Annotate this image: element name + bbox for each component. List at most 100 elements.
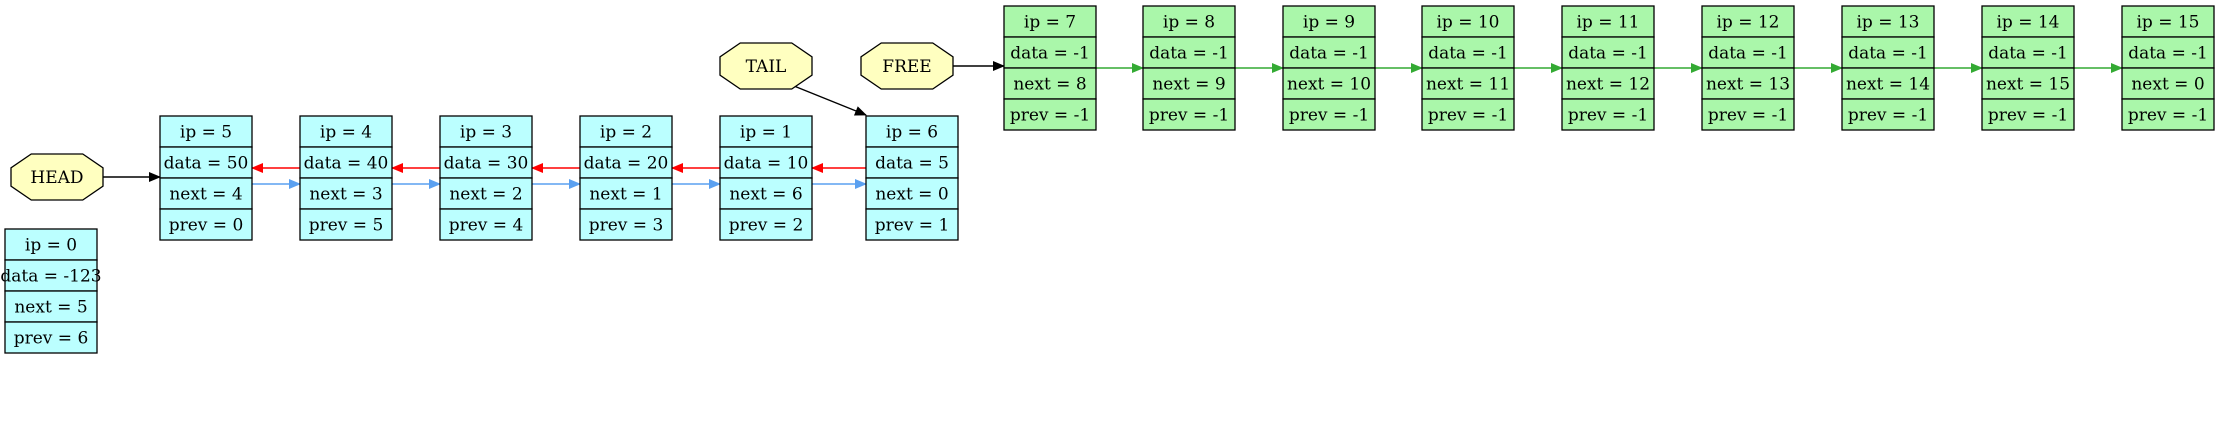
node-15-data-cell (2121, 36, 2215, 69)
node-3-ip-label: ip = 3 (460, 123, 512, 143)
node-3-data-cell (439, 146, 533, 179)
head-pointer-shape (10, 153, 104, 201)
node-6-next-cell (865, 177, 959, 210)
node-13-ip-label: ip = 13 (1856, 13, 1919, 33)
node-9-prev-cell (1282, 98, 1376, 131)
node-4-ip-cell (299, 115, 393, 148)
node-8-prev-label: prev = -1 (1149, 106, 1229, 126)
node-11-data-label: data = -1 (1568, 44, 1648, 64)
node-8-data-cell (1142, 36, 1236, 69)
node-0-ip-label: ip = 0 (25, 236, 77, 256)
node-0-data-cell (4, 259, 98, 292)
node-4-data-label: data = 40 (304, 154, 389, 174)
node-14-prev-label: prev = -1 (1988, 106, 2068, 126)
node-14-ip-cell (1981, 5, 2075, 38)
node-3-next-cell (439, 177, 533, 210)
node-3-ip-cell (439, 115, 533, 148)
list-node-0: ip = 0 data = -123 next = 5 prev = 6 (0, 228, 102, 354)
node-12-next-label: next = 13 (1706, 75, 1790, 95)
node-13-next-cell (1841, 67, 1935, 100)
list-node-8: ip = 8 data = -1 next = 9 prev = -1 (1142, 5, 1236, 131)
node-8-ip-cell (1142, 5, 1236, 38)
node-2-data-label: data = 20 (584, 154, 669, 174)
node-12-prev-cell (1701, 98, 1795, 131)
node-10-ip-label: ip = 10 (1436, 13, 1499, 33)
node-8-prev-cell (1142, 98, 1236, 131)
tail-pointer: TAIL (719, 42, 813, 90)
node-15-next-label: next = 0 (2131, 75, 2204, 95)
node-2-ip-label: ip = 2 (600, 123, 652, 143)
node-13-data-label: data = -1 (1848, 44, 1928, 64)
node-12-prev-label: prev = -1 (1708, 106, 1788, 126)
node-14-ip-label: ip = 14 (1996, 13, 2059, 33)
node-11-prev-cell (1561, 98, 1655, 131)
node-14-next-label: next = 15 (1986, 75, 2070, 95)
node-15-ip-label: ip = 15 (2136, 13, 2199, 33)
node-9-data-cell (1282, 36, 1376, 69)
free-pointer-shape (860, 42, 954, 90)
node-6-ip-label: ip = 6 (886, 123, 938, 143)
node-7-prev-cell (1003, 98, 1097, 131)
node-14-next-cell (1981, 67, 2075, 100)
node-5-ip-label: ip = 5 (180, 123, 232, 143)
node-10-prev-label: prev = -1 (1428, 106, 1508, 126)
tail-pointer-label: TAIL (746, 57, 787, 77)
node-11-next-label: next = 12 (1566, 75, 1650, 95)
node-5-data-label: data = 50 (164, 154, 249, 174)
node-2-prev-label: prev = 3 (589, 216, 664, 236)
node-7-ip-label: ip = 7 (1024, 13, 1076, 33)
node-12-data-label: data = -1 (1708, 44, 1788, 64)
node-10-data-label: data = -1 (1428, 44, 1508, 64)
node-5-prev-cell (159, 208, 253, 241)
free-pointer: FREE (860, 42, 954, 90)
node-12-data-cell (1701, 36, 1795, 69)
node-1-prev-label: prev = 2 (729, 216, 804, 236)
node-4-next-cell (299, 177, 393, 210)
node-0-prev-label: prev = 6 (14, 329, 89, 349)
node-15-next-cell (2121, 67, 2215, 100)
node-5-next-cell (159, 177, 253, 210)
node-12-ip-label: ip = 12 (1716, 13, 1779, 33)
list-node-12: ip = 12 data = -1 next = 13 prev = -1 (1701, 5, 1795, 131)
node-10-data-cell (1421, 36, 1515, 69)
node-1-ip-label: ip = 1 (740, 123, 792, 143)
node-7-next-cell (1003, 67, 1097, 100)
node-0-data-label: data = -123 (0, 267, 101, 287)
node-7-next-label: next = 8 (1013, 75, 1086, 95)
node-3-prev-label: prev = 4 (449, 216, 524, 236)
node-9-ip-label: ip = 9 (1303, 13, 1355, 33)
node-15-prev-cell (2121, 98, 2215, 131)
free-pointer-label: FREE (882, 57, 931, 77)
node-11-data-cell (1561, 36, 1655, 69)
node-13-ip-cell (1841, 5, 1935, 38)
node-5-next-label: next = 4 (169, 185, 242, 205)
node-8-next-cell (1142, 67, 1236, 100)
node-2-next-label: next = 1 (589, 185, 662, 205)
node-4-prev-label: prev = 5 (309, 216, 384, 236)
node-7-prev-label: prev = -1 (1010, 106, 1090, 126)
node-9-data-label: data = -1 (1289, 44, 1369, 64)
node-6-prev-cell (865, 208, 959, 241)
node-8-data-label: data = -1 (1149, 44, 1229, 64)
node-0-next-label: next = 5 (14, 298, 87, 318)
node-15-prev-label: prev = -1 (2128, 106, 2208, 126)
node-0-next-cell (4, 290, 98, 323)
node-10-prev-cell (1421, 98, 1515, 131)
node-8-ip-label: ip = 8 (1163, 13, 1215, 33)
node-3-prev-cell (439, 208, 533, 241)
node-7-data-cell (1003, 36, 1097, 69)
node-14-data-cell (1981, 36, 2075, 69)
node-4-next-label: next = 3 (309, 185, 382, 205)
node-8-next-label: next = 9 (1152, 75, 1225, 95)
node-12-ip-cell (1701, 5, 1795, 38)
node-1-data-label: data = 10 (724, 154, 809, 174)
node-7-ip-cell (1003, 5, 1097, 38)
node-11-prev-label: prev = -1 (1568, 106, 1648, 126)
